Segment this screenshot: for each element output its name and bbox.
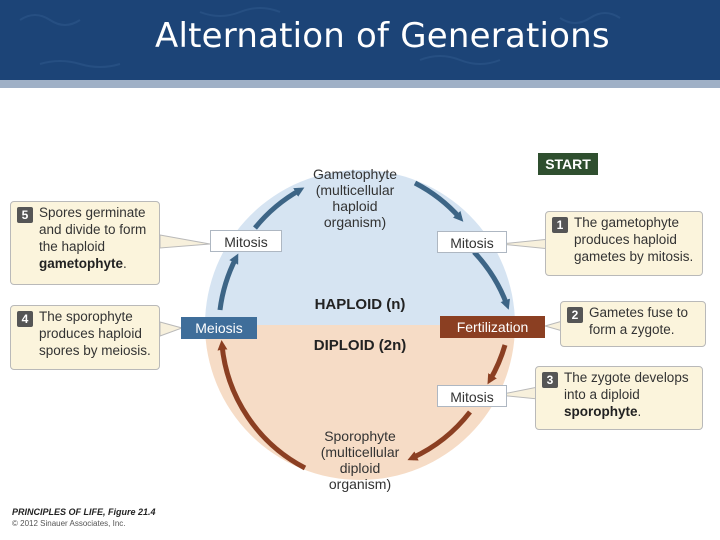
sporophyte-label: Sporophyte (multicellular diploid organi… <box>320 428 400 492</box>
figure-caption: PRINCIPLES OF LIFE, Figure 21.4 © 2012 S… <box>12 507 156 529</box>
arrow-mitosis-left-to-gametophyte <box>253 187 305 230</box>
gametophyte-label: Gametophyte (multicellular haploid organ… <box>312 166 398 230</box>
step-number-2: 2 <box>567 307 583 323</box>
arrow-mitosis-right-to-fertilization <box>472 250 510 310</box>
arrow-sporophyte-to-meiosis <box>217 340 307 471</box>
diploid-label: DIPLOID (2n) <box>313 337 407 354</box>
figure-source: PRINCIPLES OF LIFE, Figure 21.4 <box>12 507 156 517</box>
arrow-mitosis-bottom-to-sporophyte <box>407 410 472 461</box>
mitosis-bottom-box: Mitosis <box>437 385 507 407</box>
haploid-label: HAPLOID (n) <box>314 296 406 313</box>
mitosis-left-box: Mitosis <box>210 230 282 252</box>
arrow-meiosis-to-mitosis-left <box>217 253 239 311</box>
step-number-3: 3 <box>542 372 558 388</box>
mitosis-right-box: Mitosis <box>437 231 507 253</box>
fertilization-box: Fertilization <box>440 316 545 338</box>
step-5-callout: 5 Spores germinate and divide to form th… <box>10 201 160 285</box>
meiosis-box: Meiosis <box>181 317 257 339</box>
step-3-callout: 3 The zygote develops into a diploid spo… <box>535 366 703 430</box>
arrow-fertilization-to-mitosis-bottom <box>487 344 508 385</box>
step-1-callout: 1 The gametophyte produces haploid gamet… <box>545 211 703 276</box>
title-banner: Alternation of Generations <box>0 0 720 80</box>
step-number-5: 5 <box>17 207 33 223</box>
banner-equation-texture <box>19 7 621 68</box>
step-4-callout: 4 The sporophyte produces haploid spores… <box>10 305 160 370</box>
callout-pointer-5 <box>159 234 211 249</box>
step-number-4: 4 <box>17 311 33 327</box>
step-2-callout: 2 Gametes fuse to form a zygote. <box>560 301 706 347</box>
page-title: Alternation of Generations <box>155 16 610 56</box>
step-number-1: 1 <box>552 217 568 233</box>
callout-pointer-4 <box>159 321 184 337</box>
start-badge: START <box>538 153 598 175</box>
figure-copyright: © 2012 Sinauer Associates, Inc. <box>12 519 126 528</box>
arrow-gametophyte-to-mitosis-right <box>413 180 464 222</box>
banner-divider <box>0 80 720 88</box>
